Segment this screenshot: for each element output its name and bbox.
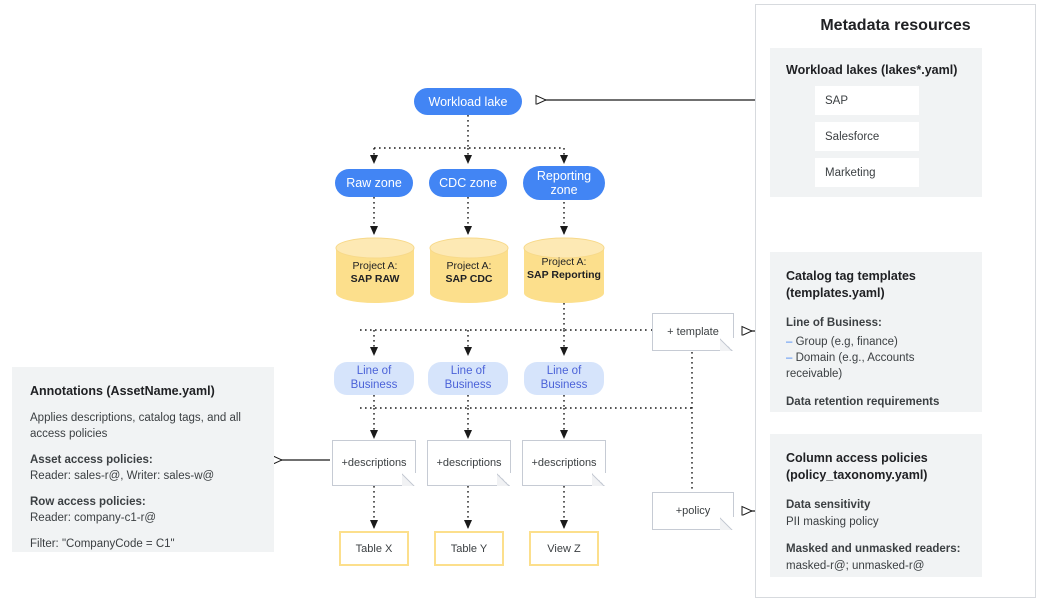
- node-cdc-zone[interactable]: CDC zone: [429, 169, 507, 197]
- catalog-tag-templates-card: Catalog tag templates (templates.yaml) L…: [770, 252, 982, 412]
- note-descriptions-3[interactable]: +descriptions: [522, 440, 606, 486]
- note-template[interactable]: + template: [652, 313, 734, 351]
- asset-view-z-label: View Z: [547, 542, 581, 555]
- node-line-of-business-2-label: Line of Business: [444, 365, 492, 391]
- datastore-sap-cdc-name: SAP CDC: [445, 273, 493, 285]
- column-access-policies-title-line2: (policy_taxonomy.yaml): [786, 468, 928, 482]
- page-fold-icon: [720, 338, 734, 351]
- datastore-sap-reporting-name: SAP Reporting: [527, 269, 601, 281]
- node-reporting-zone[interactable]: Reporting zone: [523, 166, 605, 200]
- note-policy[interactable]: +policy: [652, 492, 734, 530]
- note-descriptions-1[interactable]: +descriptions: [332, 440, 416, 486]
- asset-table-y-label: Table Y: [450, 542, 488, 555]
- node-line-of-business-3[interactable]: Line of Business: [524, 362, 604, 395]
- metadata-resources-title: Metadata resources: [820, 17, 971, 34]
- page-fold-icon: [497, 473, 511, 486]
- asset-access-policies-value: Reader: sales-r@, Writer: sales-w@: [30, 470, 215, 482]
- bullet-dash-icon: –: [786, 352, 793, 364]
- cylinder-shape: [429, 237, 509, 303]
- node-raw-zone-label: Raw zone: [346, 176, 402, 190]
- node-reporting-zone-label: Reporting zone: [536, 169, 592, 197]
- note-descriptions-2[interactable]: +descriptions: [427, 440, 511, 486]
- asset-access-policies-heading: Asset access policies:: [30, 454, 153, 466]
- lake-item-salesforce-label: Salesforce: [825, 130, 880, 143]
- page-fold-icon: [402, 473, 416, 486]
- templates-bullet-1: – Group (e.g, finance): [786, 336, 898, 348]
- datastore-sap-cdc-prefix: Project A:: [446, 260, 492, 272]
- datastore-sap-reporting[interactable]: Project A: SAP Reporting: [523, 237, 605, 303]
- lake-item-salesforce[interactable]: Salesforce: [815, 122, 919, 151]
- node-raw-zone[interactable]: Raw zone: [335, 169, 413, 197]
- cylinder-shape: [335, 237, 415, 303]
- workload-lakes-title: Workload lakes (lakes*.yaml): [786, 63, 958, 77]
- lake-item-marketing-label: Marketing: [825, 166, 876, 179]
- data-retention-requirements: Data retention requirements: [786, 396, 940, 408]
- asset-table-x-label: Table X: [355, 542, 393, 555]
- annotations-title: Annotations (AssetName.yaml): [30, 384, 215, 398]
- catalog-tag-templates-title-line2: (templates.yaml): [786, 286, 885, 300]
- data-sensitivity-heading: Data sensitivity: [786, 499, 871, 511]
- node-line-of-business-1[interactable]: Line of Business: [334, 362, 414, 395]
- column-access-policies-title-line1: Column access policies: [786, 451, 928, 465]
- note-descriptions-1-label: +descriptions: [341, 457, 407, 469]
- templates-bullet-2: – Domain (e.g., Accounts receivable): [786, 352, 915, 380]
- datastore-sap-raw-prefix: Project A:: [352, 260, 398, 272]
- note-template-label: + template: [667, 326, 719, 338]
- line-of-business-heading: Line of Business:: [786, 317, 882, 329]
- column-access-policies-card: Column access policies (policy_taxonomy.…: [770, 434, 982, 577]
- cylinder-shape: [523, 237, 605, 303]
- node-line-of-business-1-label: Line of Business: [350, 365, 398, 391]
- annotations-panel: Annotations (AssetName.yaml) Applies des…: [12, 367, 274, 552]
- data-sensitivity-value: PII masking policy: [786, 516, 879, 528]
- asset-view-z[interactable]: View Z: [529, 531, 599, 566]
- node-cdc-zone-label: CDC zone: [439, 176, 497, 190]
- datastore-sap-reporting-prefix: Project A:: [541, 256, 587, 268]
- annotations-filter: Filter: "CompanyCode = C1": [30, 538, 175, 550]
- row-access-policies-heading: Row access policies:: [30, 496, 146, 508]
- catalog-tag-templates-title-line1: Catalog tag templates: [786, 269, 916, 283]
- bullet-dash-icon: –: [786, 336, 793, 348]
- node-workload-lake-label: Workload lake: [428, 94, 508, 109]
- page-fold-icon: [720, 517, 734, 530]
- lake-item-marketing[interactable]: Marketing: [815, 158, 919, 187]
- row-access-policies-value: Reader: company-c1-r@: [30, 512, 157, 524]
- datastore-sap-raw-name: SAP RAW: [350, 273, 400, 285]
- annotations-body: Applies descriptions, catalog tags, and …: [30, 412, 241, 440]
- datastore-sap-cdc[interactable]: Project A: SAP CDC: [429, 237, 509, 303]
- node-line-of-business-2[interactable]: Line of Business: [428, 362, 508, 395]
- note-descriptions-3-label: +descriptions: [531, 457, 597, 469]
- note-descriptions-2-label: +descriptions: [436, 457, 502, 469]
- asset-table-y[interactable]: Table Y: [434, 531, 504, 566]
- masked-readers-heading: Masked and unmasked readers:: [786, 543, 961, 555]
- note-policy-label: +policy: [675, 505, 711, 517]
- lake-item-sap[interactable]: SAP: [815, 86, 919, 115]
- node-line-of-business-3-label: Line of Business: [540, 365, 588, 391]
- asset-table-x[interactable]: Table X: [339, 531, 409, 566]
- page-fold-icon: [592, 473, 606, 486]
- datastore-sap-raw[interactable]: Project A: SAP RAW: [335, 237, 415, 303]
- masked-readers-value: masked-r@; unmasked-r@: [786, 560, 925, 572]
- lake-item-sap-label: SAP: [825, 94, 849, 107]
- node-workload-lake[interactable]: Workload lake: [414, 88, 522, 115]
